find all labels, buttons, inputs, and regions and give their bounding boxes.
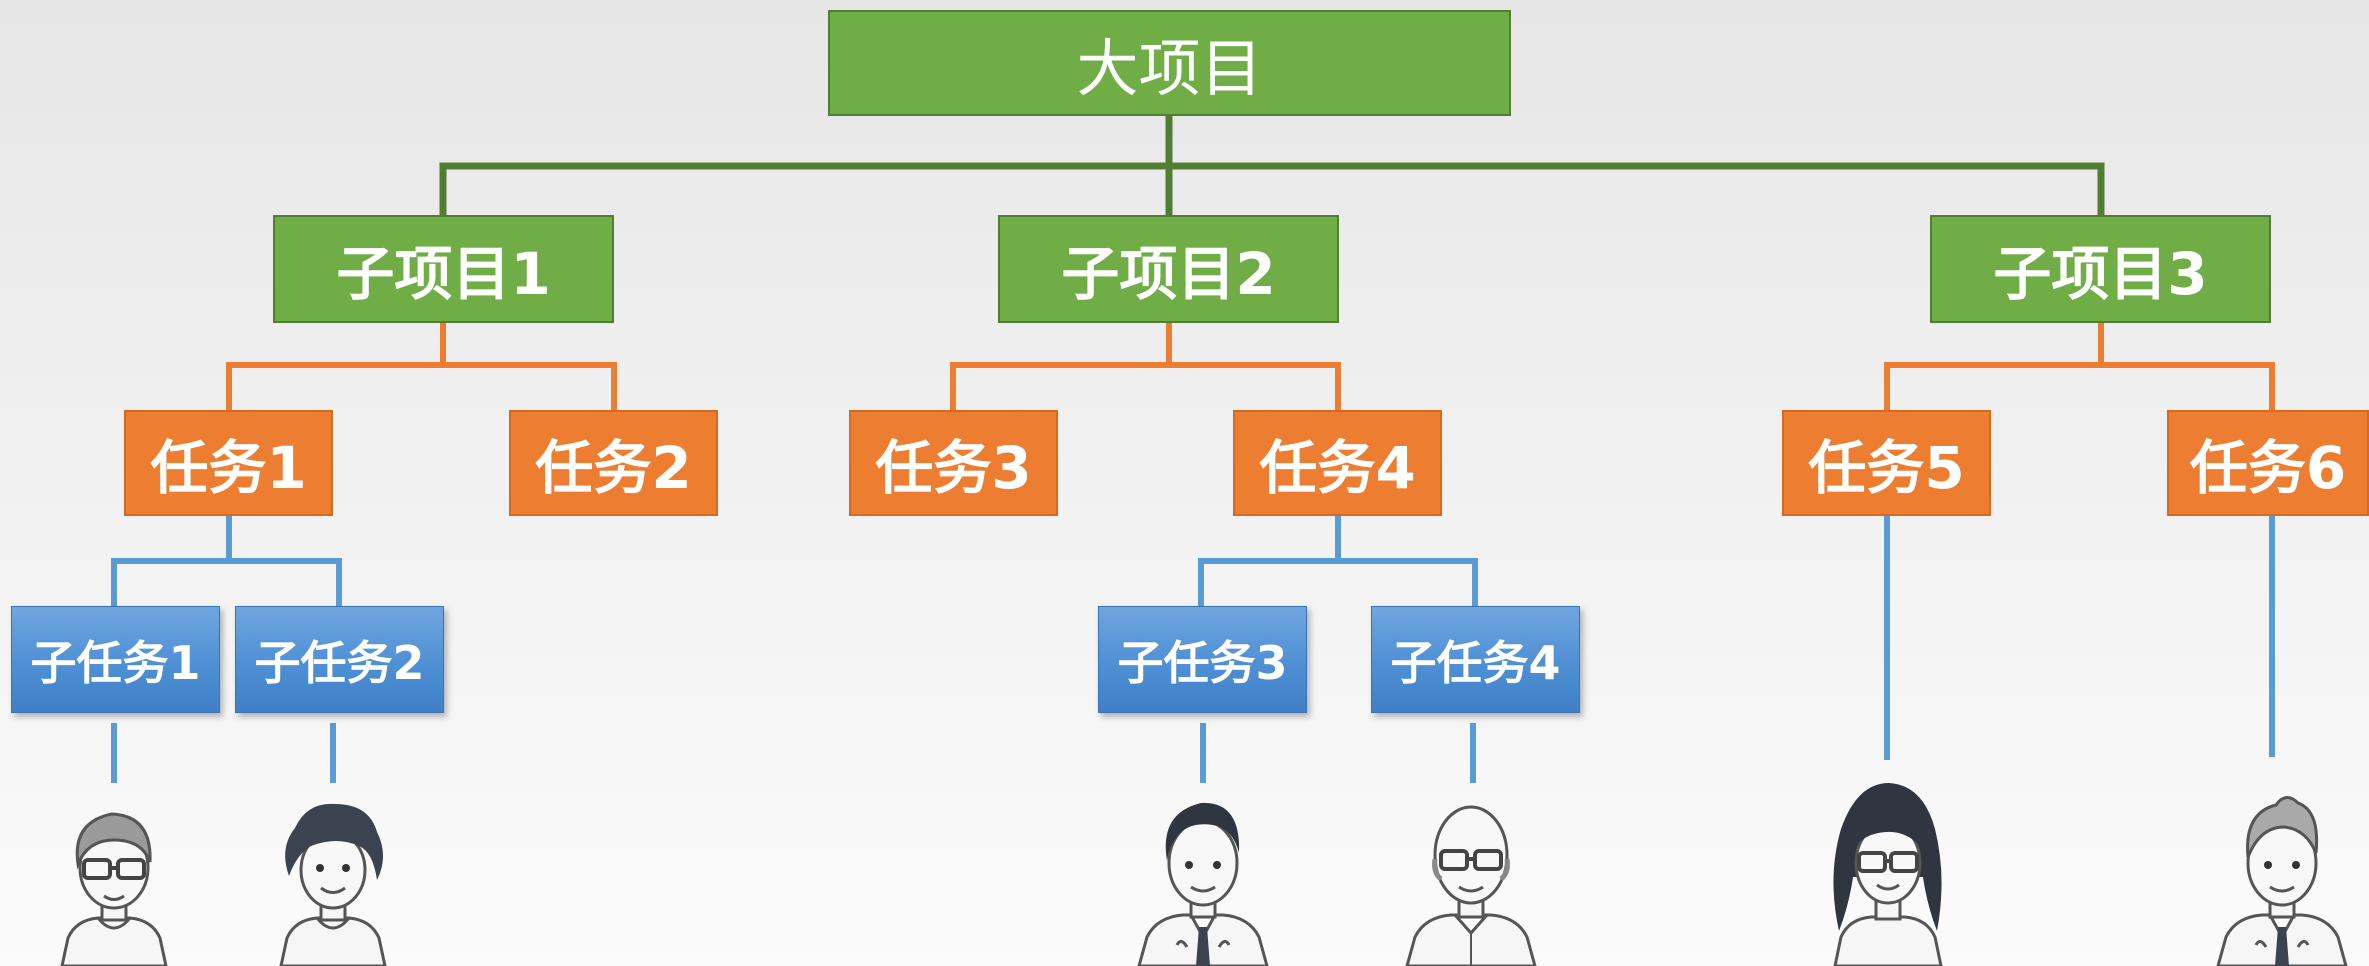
subproject-1-label: 子项目1 xyxy=(336,240,551,308)
root-project-label: 大项目 xyxy=(1076,32,1263,105)
person-businessman-icon xyxy=(1137,802,1269,966)
subtask-2-label: 子任务2 xyxy=(254,635,425,690)
person-businessman-icon xyxy=(2216,796,2348,966)
task1-connector xyxy=(111,558,342,606)
root-connector xyxy=(439,162,2105,215)
task-5-box[interactable]: 任务5 xyxy=(1782,410,1991,516)
subproject2-connector xyxy=(950,362,1341,410)
task-2-box[interactable]: 任务2 xyxy=(509,410,718,516)
subtask-3-label: 子任务3 xyxy=(1117,635,1288,690)
subproject1-connector xyxy=(226,362,617,410)
task-3-box[interactable]: 任务3 xyxy=(849,410,1058,516)
task-6-label: 任务6 xyxy=(2189,434,2347,502)
task-4-box[interactable]: 任务4 xyxy=(1233,410,1442,516)
task-1-box[interactable]: 任务1 xyxy=(124,410,333,516)
subproject-3-box[interactable]: 子项目3 xyxy=(1930,215,2271,323)
subtask-2-box[interactable]: 子任务2 xyxy=(235,606,444,713)
subproject-1-box[interactable]: 子项目1 xyxy=(273,215,614,323)
task-3-label: 任务3 xyxy=(875,434,1032,502)
task4-connector xyxy=(1198,558,1478,606)
root-project-box[interactable]: 大项目 xyxy=(828,10,1511,116)
task-4-label: 任务4 xyxy=(1259,434,1416,502)
subproject-2-box[interactable]: 子项目2 xyxy=(998,215,1339,323)
subproject-3-label: 子项目3 xyxy=(1993,240,2208,308)
subproject3-connector xyxy=(1884,362,2275,410)
subtask-3-box[interactable]: 子任务3 xyxy=(1098,606,1307,713)
person-glasses-icon xyxy=(60,812,168,966)
subtask-4-box[interactable]: 子任务4 xyxy=(1371,606,1580,713)
person-curly-hair-icon xyxy=(279,803,387,966)
person-bald-glasses-icon xyxy=(1405,805,1537,966)
subtask-1-box[interactable]: 子任务1 xyxy=(11,606,220,713)
subproject-2-label: 子项目2 xyxy=(1061,240,1276,308)
task-6-box[interactable]: 任务6 xyxy=(2167,410,2369,516)
subtask-1-label: 子任务1 xyxy=(30,635,201,690)
task-5-label: 任务5 xyxy=(1808,434,1965,502)
subtask-4-label: 子任务4 xyxy=(1390,635,1561,690)
person-woman-glasses-icon xyxy=(1833,783,1943,966)
task-1-label: 任务1 xyxy=(150,434,307,502)
task-2-label: 任务2 xyxy=(535,434,692,502)
